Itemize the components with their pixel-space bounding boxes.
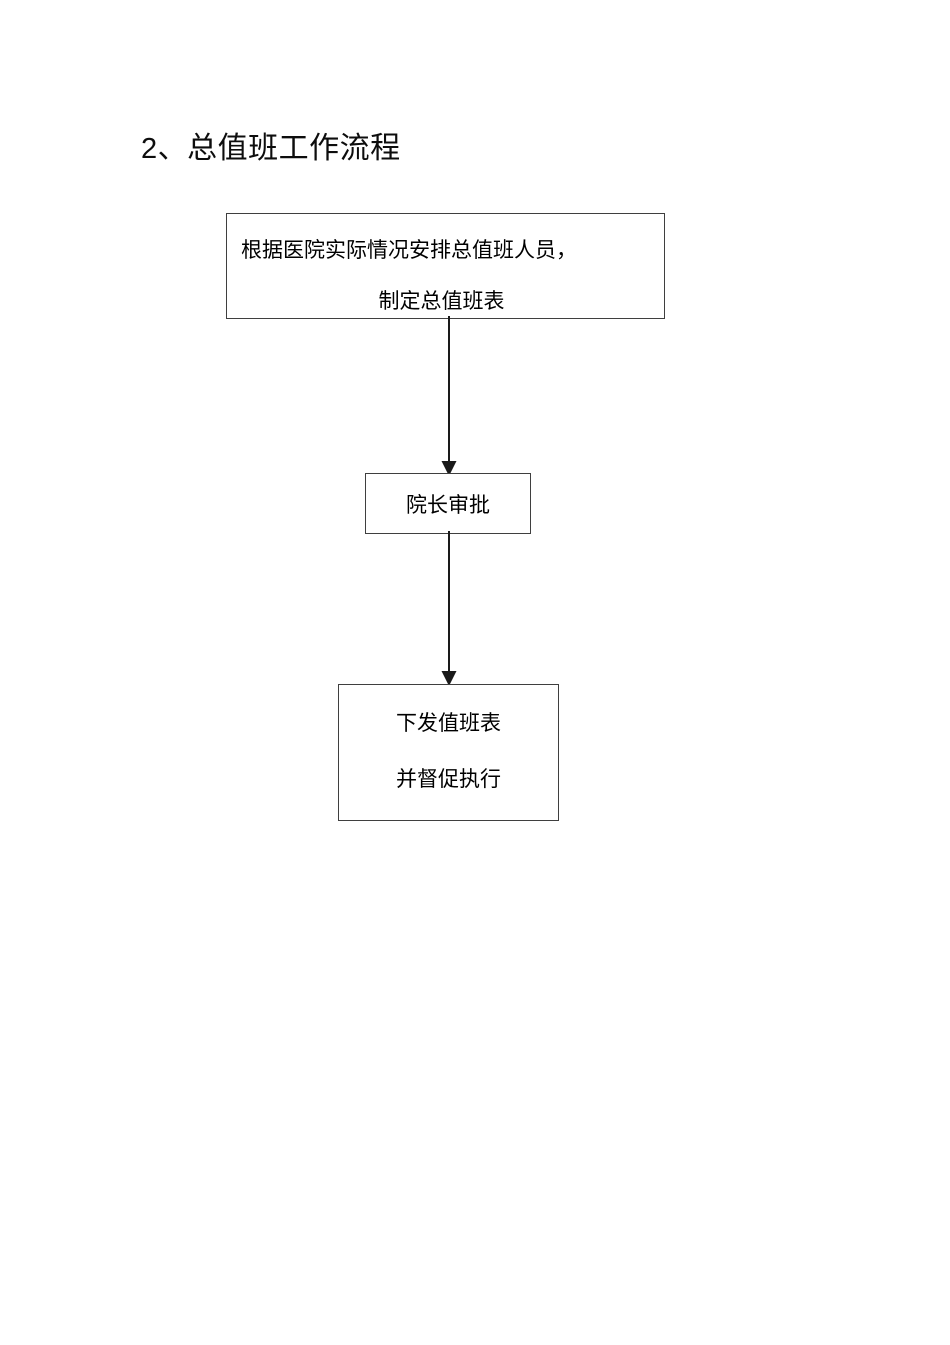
flow-node-distribute-line-2: 并督促执行 <box>396 767 501 791</box>
flow-node-approve-line-1: 院长审批 <box>406 493 490 517</box>
flow-node-distribute[interactable]: 下发值班表 并督促执行 <box>338 684 559 821</box>
page-title-text: 总值班工作流程 <box>187 132 401 165</box>
page-title: 2、总值班工作流程 <box>141 129 401 169</box>
flow-node-distribute-line-1: 下发值班表 <box>396 711 501 735</box>
page-title-number: 2、 <box>141 133 188 165</box>
flow-node-approve[interactable]: 院长审批 <box>365 473 531 534</box>
flow-node-prepare[interactable]: 根据医院实际情况安排总值班人员， 制定总值班表 <box>226 213 665 319</box>
flow-arrow-prepare-to-approve <box>441 316 457 476</box>
flow-node-prepare-line-1: 根据医院实际情况安排总值班人员， <box>241 238 577 262</box>
flow-node-prepare-line-2: 制定总值班表 <box>378 289 505 313</box>
flow-arrow-approve-to-distribute <box>441 531 457 686</box>
